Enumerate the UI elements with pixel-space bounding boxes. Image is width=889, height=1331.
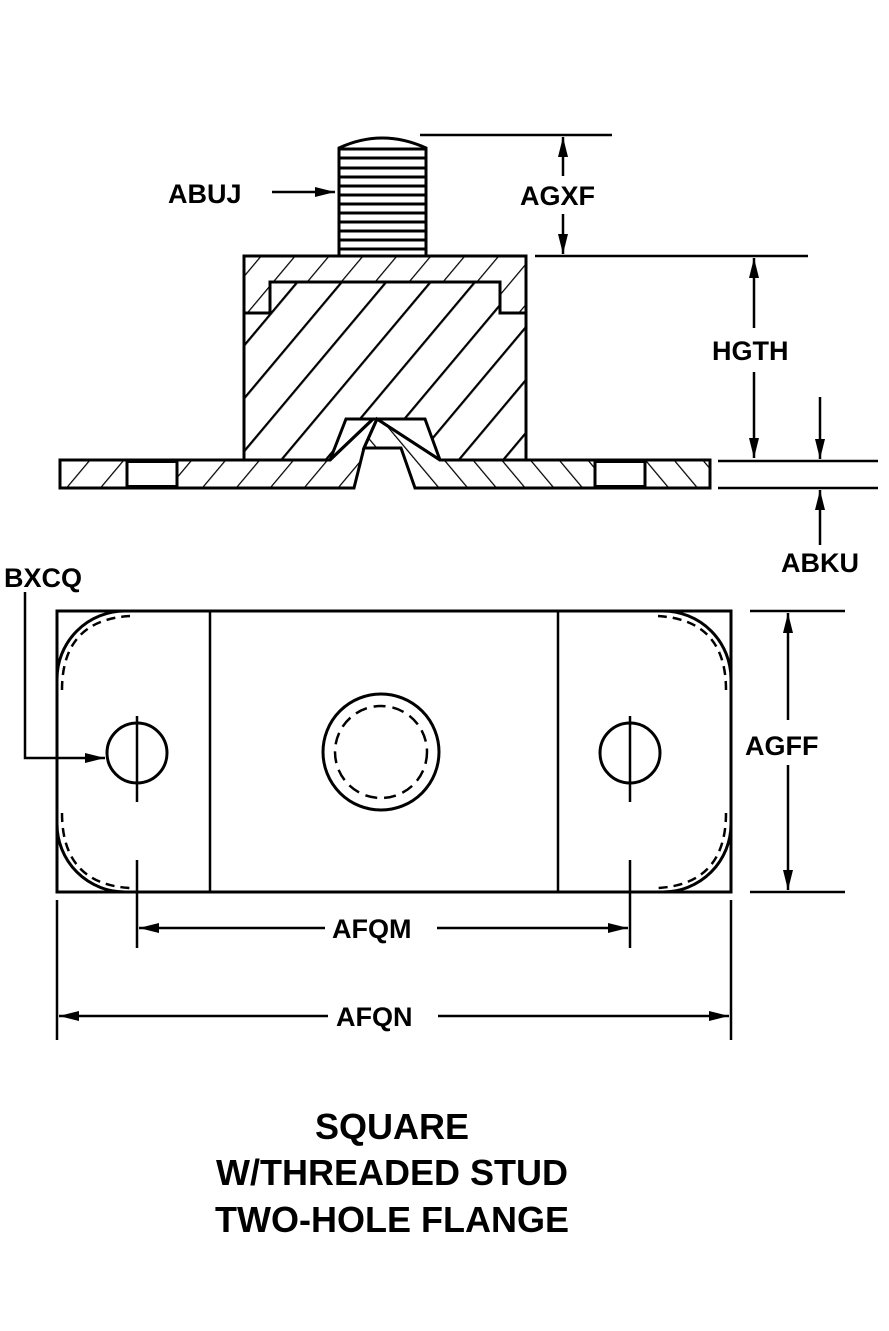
center-stud-top [321, 692, 441, 812]
side-section-view [58, 136, 712, 490]
dimension-bxcq: BXCQ [4, 563, 105, 763]
mounting-hole-right [598, 716, 662, 802]
dimension-agxf: AGXF [420, 133, 808, 258]
label-abuj: ABUJ [168, 179, 242, 209]
flange-right [361, 416, 712, 490]
title-line-3: TWO-HOLE FLANGE [215, 1199, 569, 1240]
label-agxf: AGXF [520, 181, 595, 211]
title-line-1: SQUARE [315, 1106, 469, 1147]
flange-hole-right [593, 460, 647, 488]
dimension-abuj: ABUJ [168, 179, 335, 209]
flange-hole-left [125, 460, 179, 488]
label-agff: AGFF [745, 731, 819, 761]
threaded-stud [337, 136, 428, 256]
dimension-afqm: AFQM [135, 860, 632, 948]
label-bxcq: BXCQ [4, 563, 82, 593]
label-hgth: HGTH [712, 336, 789, 366]
drawing-title: SQUARE W/THREADED STUD TWO-HOLE FLANGE [215, 1106, 569, 1240]
title-line-2: W/THREADED STUD [216, 1152, 568, 1193]
inner-hat [328, 417, 441, 462]
label-abku: ABKU [781, 548, 859, 578]
label-afqm: AFQM [332, 914, 411, 944]
dimension-abku: ABKU [718, 397, 878, 578]
mounting-hole-left [105, 716, 169, 802]
top-view [55, 609, 733, 894]
dimension-agff: AGFF [745, 609, 845, 894]
dimension-afqn: AFQN [55, 900, 733, 1040]
dimension-hgth: HGTH [712, 258, 789, 458]
label-afqn: AFQN [336, 1002, 413, 1032]
metal-cap [242, 254, 528, 315]
